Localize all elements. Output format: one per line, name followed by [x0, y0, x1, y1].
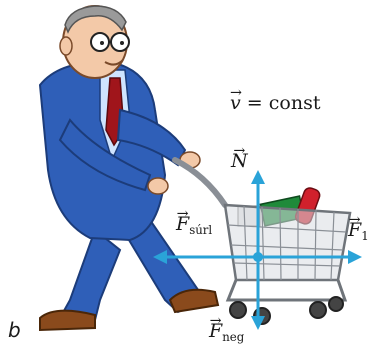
velocity-symbol: v: [230, 94, 241, 113]
velocity-value: const: [269, 92, 321, 114]
weight-force-label: Fneg: [209, 322, 244, 341]
force-origin-dot: [253, 252, 263, 262]
applied-force-label: F1: [348, 221, 369, 240]
normal-force-symbol: N: [231, 152, 248, 171]
panel-label: b: [8, 318, 21, 342]
weight-force-symbol: F: [209, 322, 222, 341]
velocity-equals: =: [247, 92, 263, 114]
applied-force-arrowhead: [348, 250, 362, 264]
friction-force-subscript: súrl: [189, 223, 212, 237]
applied-force-subscript: 1: [361, 229, 369, 243]
normal-force-label: N: [231, 152, 248, 171]
normal-force-arrowhead: [251, 170, 265, 184]
friction-force-label: Fsúrl: [176, 215, 212, 234]
applied-force-symbol: F: [348, 221, 361, 240]
velocity-label: v = const: [230, 94, 320, 113]
weight-force-subscript: neg: [222, 330, 244, 344]
friction-force-symbol: F: [176, 215, 189, 234]
